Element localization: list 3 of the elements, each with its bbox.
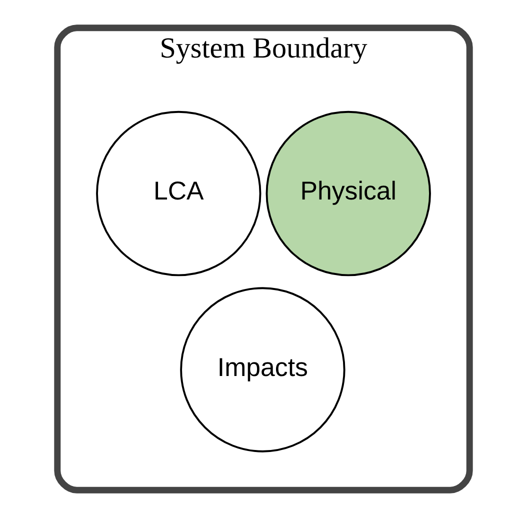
node-circle: Impacts: [180, 287, 345, 452]
node-circle: LCA: [96, 110, 261, 276]
node-circle: Physical: [265, 110, 430, 276]
